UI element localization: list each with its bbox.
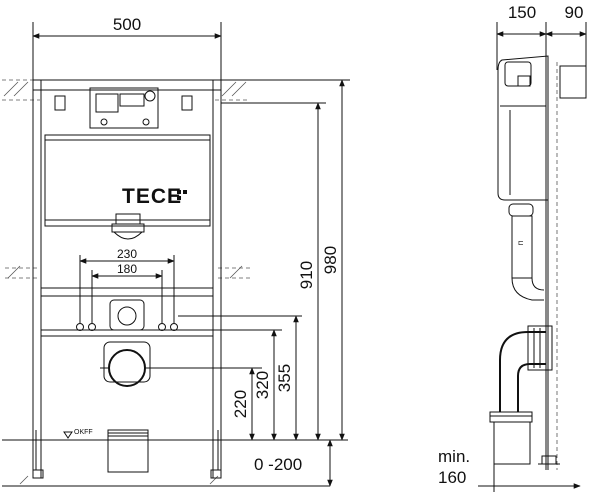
mid-wall-bracket-hatching	[5, 265, 252, 279]
dimension-label-320: 320	[253, 371, 272, 399]
dimension-label-90: 90	[565, 3, 584, 22]
dimension-label-230: 230	[117, 247, 137, 261]
dimension-label-910: 910	[297, 261, 316, 289]
dimension-label-180: 180	[117, 262, 137, 276]
dimension-label-150: 150	[508, 3, 536, 22]
frame-side-view: 150 90 ⊓ min.	[438, 3, 587, 492]
frame-front-view	[32, 79, 222, 479]
brand-logo-text: TECE	[122, 185, 182, 208]
dimension-frame-width: 500	[32, 15, 222, 80]
dimension-label-160: 160	[438, 468, 466, 487]
dimension-label-220: 220	[231, 390, 250, 418]
dimension-heights: 980 910 355 320 220 0 -200	[150, 79, 350, 487]
floor-line	[2, 439, 348, 487]
dimension-label-500: 500	[113, 15, 141, 34]
dimension-label-980: 980	[321, 246, 340, 274]
dimension-label-355: 355	[275, 364, 294, 392]
brand-logo: TECE	[122, 185, 187, 208]
okff-marker: OKFF	[63, 429, 100, 441]
dimension-inlet-spacing: 230 180	[79, 247, 175, 323]
dimension-label-0-200: 0 -200	[254, 455, 302, 474]
okff-label: OKFF	[74, 429, 93, 436]
flush-pipe-mark: ⊓	[518, 240, 525, 245]
dimension-label-min: min.	[438, 447, 470, 466]
